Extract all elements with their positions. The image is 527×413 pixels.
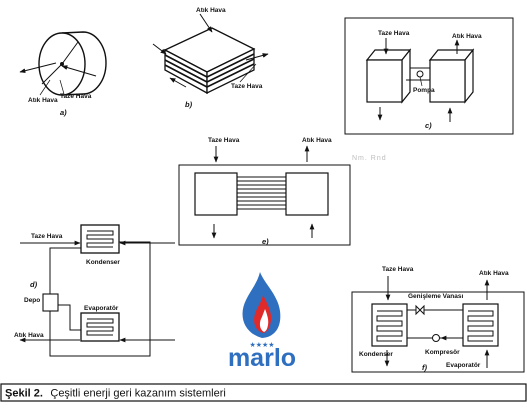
panel-b-fresh-label: Taze Hava xyxy=(231,83,263,90)
panel-b-tag: b) xyxy=(185,100,193,109)
panel-d-evaporator-label: Evaporatör xyxy=(84,305,119,312)
faint-background-text: Nm. Rnd xyxy=(352,155,387,162)
panel-d-fresh-label: Taze Hava xyxy=(31,233,63,240)
figure-caption: Şekil 2. Çeşitli enerji geri kazanım sis… xyxy=(0,383,527,402)
panel-d-condenser-label: Kondenser xyxy=(86,259,120,266)
panel-c-fresh-label: Taze Hava xyxy=(378,30,410,37)
reservoir-label: Depo xyxy=(24,297,40,304)
pump-icon xyxy=(416,70,424,78)
logo-stars: ★★★★ xyxy=(249,341,274,349)
figure-number: Şekil 2. xyxy=(5,388,43,400)
panel-e-frame xyxy=(178,164,351,246)
panel-a-fresh-label: Taze Hava xyxy=(60,93,92,100)
panel-b-exhaust-label: Atık Hava xyxy=(196,7,226,14)
panel-f-heat-pump: Taze Hava Atık Hava Genişleme Vanası Kon… xyxy=(359,266,509,372)
marlo-logo: ★★★★ marlo xyxy=(228,272,296,372)
panel-e-tag: e) xyxy=(262,237,269,246)
panel-e-heat-pipe: Taze Hava Atık Hava e) xyxy=(194,137,332,246)
panel-f-tag: f) xyxy=(422,363,427,372)
caption-text: Çeşitli enerji geri kazanım sistemleri xyxy=(50,388,225,400)
panel-e-exhaust-label: Atık Hava xyxy=(302,137,332,144)
panel-e-fresh-label: Taze Hava xyxy=(208,137,240,144)
panel-a-exhaust-label: Atık Hava xyxy=(28,97,58,104)
panel-c-runaround: Taze Hava Atık Hava Pompa c) xyxy=(365,30,482,130)
panel-b-plate-exchanger: Atık Hava Taze Hava b) xyxy=(152,7,269,109)
panel-f-evaporator-label: Evaporatör xyxy=(446,362,481,369)
panel-f-frame xyxy=(351,291,525,373)
panel-d-exhaust-label: Atık Hava xyxy=(14,332,44,339)
panel-f-fresh-label: Taze Hava xyxy=(382,266,414,273)
panel-c-exhaust-label: Atık Hava xyxy=(452,33,482,40)
expansion-valve-icon xyxy=(415,304,425,316)
expansion-valve-label: Genişleme Vanası xyxy=(408,293,463,300)
pump-label: Pompa xyxy=(413,87,435,94)
panel-c-tag: c) xyxy=(425,121,432,130)
svg-text:Şekil 2. Çeşitli enerji: Şekil 2. Çeşitli enerji geri kazanım sis… xyxy=(5,384,226,401)
compressor-label: Kompresör xyxy=(425,349,460,356)
panel-d-coil-loop: Taze Hava Kondenser Depo Evaporatör Atık… xyxy=(14,224,175,357)
panel-f-condenser-label: Kondenser xyxy=(359,351,393,358)
panel-f-exhaust-label: Atık Hava xyxy=(479,270,509,277)
panel-a-tag: a) xyxy=(60,108,67,117)
compressor-icon xyxy=(432,334,440,342)
panel-d-tag: d) xyxy=(30,280,38,289)
panel-a-rotary-wheel: Atık Hava Taze Hava a) xyxy=(19,31,107,117)
logo-brand-text: marlo xyxy=(228,344,296,372)
panel-c-frame xyxy=(344,17,514,135)
